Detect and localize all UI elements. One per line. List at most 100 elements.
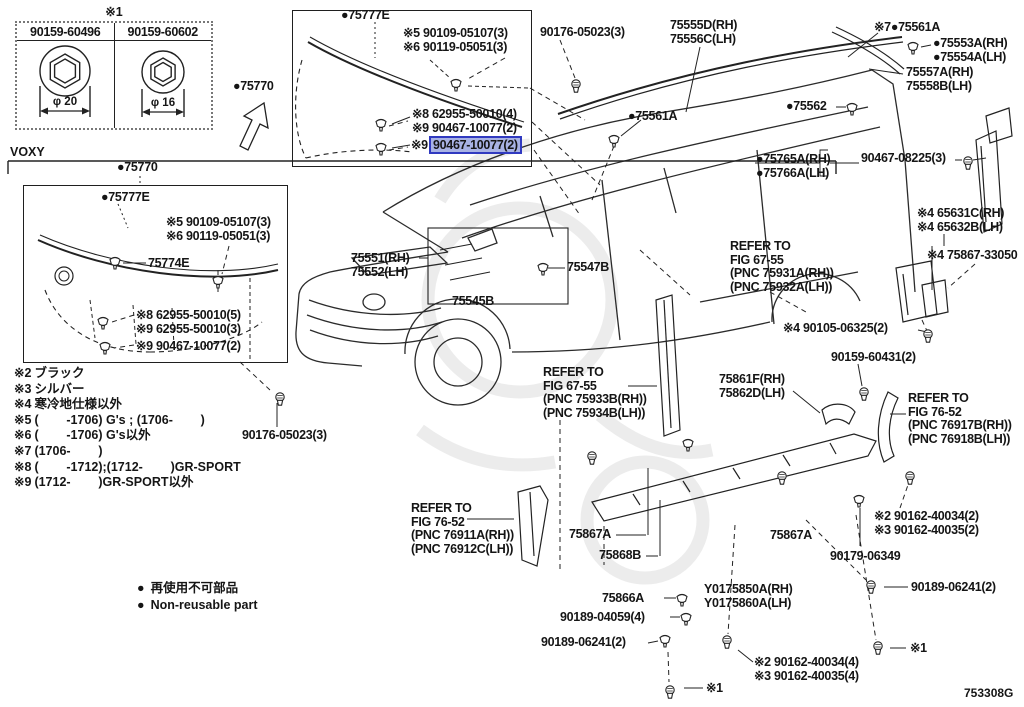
callout-line: 75867A <box>770 528 812 543</box>
selected-part-number[interactable]: 90467-10077(2) <box>429 136 522 154</box>
callout-line: ※5 90109-05107(3) <box>166 215 271 230</box>
callout-line: 90189-06241(2) <box>911 580 996 595</box>
part-90159-60431[interactable]: 90159-60431(2) <box>831 350 916 365</box>
part-75777e-voxy[interactable]: ●75777E <box>101 190 150 205</box>
note-key: ※7 <box>14 443 32 458</box>
part-label-text: (PNC 75933B(RH)) <box>543 392 647 407</box>
part-75866a[interactable]: 75866A <box>602 591 644 606</box>
part-75555d-75556c[interactable]: 75555D(RH)75556C(LH) <box>670 18 737 46</box>
part-label-text: ※3 90162-40035(2) <box>874 522 979 537</box>
bolt-table-note: ※1 <box>105 5 123 19</box>
part-90179-06349[interactable]: 90179-06349 <box>830 549 901 564</box>
part-label-text: ●75554A(LH) <box>933 49 1007 64</box>
part-90467-10077-voxy[interactable]: ※9 90467-10077(2) <box>136 339 241 354</box>
part-label-text: REFER TO <box>543 365 604 379</box>
callout-line: ※4 65631C(RH) <box>917 206 1004 221</box>
part-90467-08225[interactable]: 90467-08225(3) <box>861 151 946 166</box>
part-label-text: ●75777E <box>101 190 150 204</box>
part-90176-05023-left[interactable]: 90176-05023(3) <box>242 428 327 443</box>
callout-line: 75867A <box>569 527 611 542</box>
callout-line: ●75553A(RH) <box>933 36 1008 51</box>
callout-line: ※5 90109-05107(3) <box>403 26 508 41</box>
callout-line: (PNC 76917B(RH)) <box>908 418 1012 433</box>
bolt-cell-60602: 90159-60602 φ 16 <box>113 23 211 128</box>
part-label-text: ●75770 <box>233 79 274 93</box>
note-text: ( -1712);(1712- )GR-SPORT <box>34 459 241 474</box>
part-label-text: 75552(LH) <box>351 264 409 279</box>
legend-en-row: ●Non-reusable part <box>137 597 258 614</box>
bolt-head-icon-20: φ 20 <box>39 45 91 117</box>
part-label-text: (PNC 76917B(RH)) <box>908 418 1012 433</box>
part-label-text: ※5 90109-05107(3) <box>166 215 271 229</box>
part-75557a-75558b[interactable]: 75557A(RH)75558B(LH) <box>906 65 973 93</box>
part-75765a-75766a[interactable]: ●75765A(RH)●75766A(LH) <box>756 152 831 180</box>
part-90467-10077-selected[interactable]: ※9 90467-10077(2) <box>411 136 522 154</box>
callout-line: 90179-06349 <box>830 549 901 564</box>
note-key: ※3 <box>14 381 32 396</box>
part-label-text: 75862D(LH) <box>719 385 785 400</box>
part-75553a-75554a[interactable]: ●75553A(RH)●75554A(LH) <box>933 36 1008 64</box>
hood-spoiler-detail-box <box>292 10 532 167</box>
cowl-detail-box <box>427 227 569 305</box>
part-label-text: 75558B(LH) <box>906 78 972 93</box>
part-75770-arrow[interactable]: ●75770 <box>233 79 274 94</box>
part-75562[interactable]: ●75562 <box>786 99 827 114</box>
callout-line: REFER TO <box>411 501 514 516</box>
part-90189-04059[interactable]: 90189-04059(4) <box>560 610 645 625</box>
part-90109-05107-top[interactable]: ※5 90109-05107(3)※6 90119-05051(3) <box>403 26 508 55</box>
part-75868b[interactable]: 75868B <box>599 548 641 563</box>
part-62955-50010-top[interactable]: ※8 62955-50010(4)※9 90467-10077(2) <box>412 107 517 135</box>
note-text: (1712- )GR-SPORT以外 <box>34 475 194 490</box>
callout-line: ※8 62955-50010(4) <box>412 107 517 122</box>
part-90189-06241-right[interactable]: 90189-06241(2) <box>911 580 996 595</box>
part-label-text: 75867A <box>569 527 611 541</box>
part-75774e[interactable]: 75774E <box>148 256 190 271</box>
part-75547b[interactable]: 75547B <box>567 260 609 275</box>
callout-line: ※6 90119-05051(3) <box>403 39 508 55</box>
callout-line: ※7●75561A <box>874 20 940 35</box>
part-label-text: ●75562 <box>786 99 827 113</box>
part-label-text: 75868B <box>599 548 641 562</box>
part-label-text: ※6 90119-05051(3) <box>403 39 508 54</box>
part-62955-50010-voxy[interactable]: ※8 62955-50010(5)※9 62955-50010(3) <box>136 308 241 336</box>
part-90109-05107-voxy[interactable]: ※5 90109-05107(3)※6 90119-05051(3) <box>166 215 271 243</box>
part-90162-40034-qty2[interactable]: ※2 90162-40034(2)※3 90162-40035(2) <box>874 509 979 538</box>
part-65631c-65632b[interactable]: ※4 65631C(RH)※4 65632B(LH) <box>917 206 1004 234</box>
callout-line: 75555D(RH) <box>670 18 737 33</box>
part-75867a-right[interactable]: 75867A <box>770 528 812 543</box>
part-90105-06325[interactable]: ※4 90105-06325(2) <box>783 321 888 336</box>
part-label-text: Y0175850A(RH) <box>704 582 793 596</box>
callout-line: Y0175850A(RH) <box>704 582 793 597</box>
part-label-text: 90179-06349 <box>830 549 901 563</box>
callout-line: (PNC 76911A(RH)) <box>411 528 514 543</box>
part-label-text: 90189-06241(2) <box>541 635 626 649</box>
part-75561a-mid[interactable]: ●75561A <box>628 109 678 124</box>
part-y0175850a-y0175860a[interactable]: Y0175850A(RH)Y0175860A(LH) <box>704 582 793 610</box>
part-75777e-top[interactable]: ●75777E <box>341 8 390 23</box>
part-75867a-left[interactable]: 75867A <box>569 527 611 542</box>
part-75867-33050[interactable]: ※4 75867-33050 <box>927 248 1018 263</box>
part-label-text: ※3 90162-40035(4) <box>754 668 859 683</box>
part-90176-05023-top[interactable]: 90176-05023(3) <box>540 25 625 40</box>
bolt-cell-60496: 90159-60496 φ 20 <box>17 23 114 128</box>
callout-line: 90467-08225(3) <box>861 151 946 166</box>
part-75545b[interactable]: 75545B <box>452 294 494 309</box>
bolt-diameter-label: φ 16 <box>150 97 174 109</box>
quarter-trim-pieces <box>895 107 1013 323</box>
part-90162-40034-qty4[interactable]: ※2 90162-40034(4)※3 90162-40035(4) <box>754 655 859 683</box>
callout-line: 75868B <box>599 548 641 563</box>
part-90189-06241-left[interactable]: 90189-06241(2) <box>541 635 626 650</box>
part-label-text: ●75765A(RH) <box>756 152 831 166</box>
part-75561a-top[interactable]: ※7●75561A <box>874 20 940 35</box>
part-75861f-75862d[interactable]: 75861F(RH)75862D(LH) <box>719 372 785 400</box>
part-75551-75552[interactable]: 75551(RH)75552(LH) <box>351 251 410 279</box>
callout-line: ※3 90162-40035(2) <box>874 522 979 538</box>
part-75770-voxy[interactable]: ●75770 <box>117 160 158 175</box>
callout-line: 75545B <box>452 294 494 309</box>
note-text: シルバー <box>34 381 85 396</box>
